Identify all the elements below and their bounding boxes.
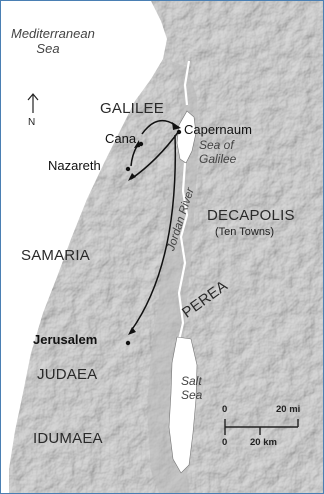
capernaum-dot [176,129,182,135]
label-decapolis: DECAPOLIS [207,207,295,224]
route-arrowheads [128,122,181,335]
label-samaria: SAMARIA [21,247,90,264]
label-galilee: GALILEE [100,100,164,117]
salt-sea-water [168,336,198,474]
jordan-river [175,60,191,350]
label-idumaea: IDUMAEA [33,430,103,447]
town-dots [125,129,182,346]
arrowhead-nazareth [128,173,136,181]
label-ten-towns: (Ten Towns) [215,226,275,238]
scale-miles-end: 20 mi [276,404,301,415]
label-mediterranean-sea: Mediterranean Sea [11,26,95,56]
route-arrows [130,119,180,332]
label-capernaum: Capernaum [184,122,252,137]
label-sea-of-galilee: Sea of Galilee [199,138,237,166]
scale-km-start: 0 [222,437,228,448]
label-nazareth: Nazareth [48,158,101,173]
arrowhead-capernaum [172,122,181,130]
label-cana: Cana [105,131,137,146]
route-cana-to-capernaum [141,119,176,135]
scale-miles-start: 0 [222,404,228,415]
compass-arrow [27,93,39,113]
arrowhead-jerusalem [128,327,136,335]
nazareth-dot [125,166,131,172]
label-judaea: JUDAEA [37,366,98,383]
cana-dot [138,141,144,147]
label-jerusalem: Jerusalem [33,332,98,347]
label-salt-sea: Salt Sea [181,374,203,402]
route-capernaum-to-jerusalem [130,134,177,332]
highland-ridge [147,61,199,493]
jerusalem-dot [125,340,131,346]
compass-north-label: N [28,117,36,128]
scale-bar-lines [224,419,299,435]
arrowhead-cana [134,140,140,148]
scale-km-end: 20 km [250,437,277,448]
